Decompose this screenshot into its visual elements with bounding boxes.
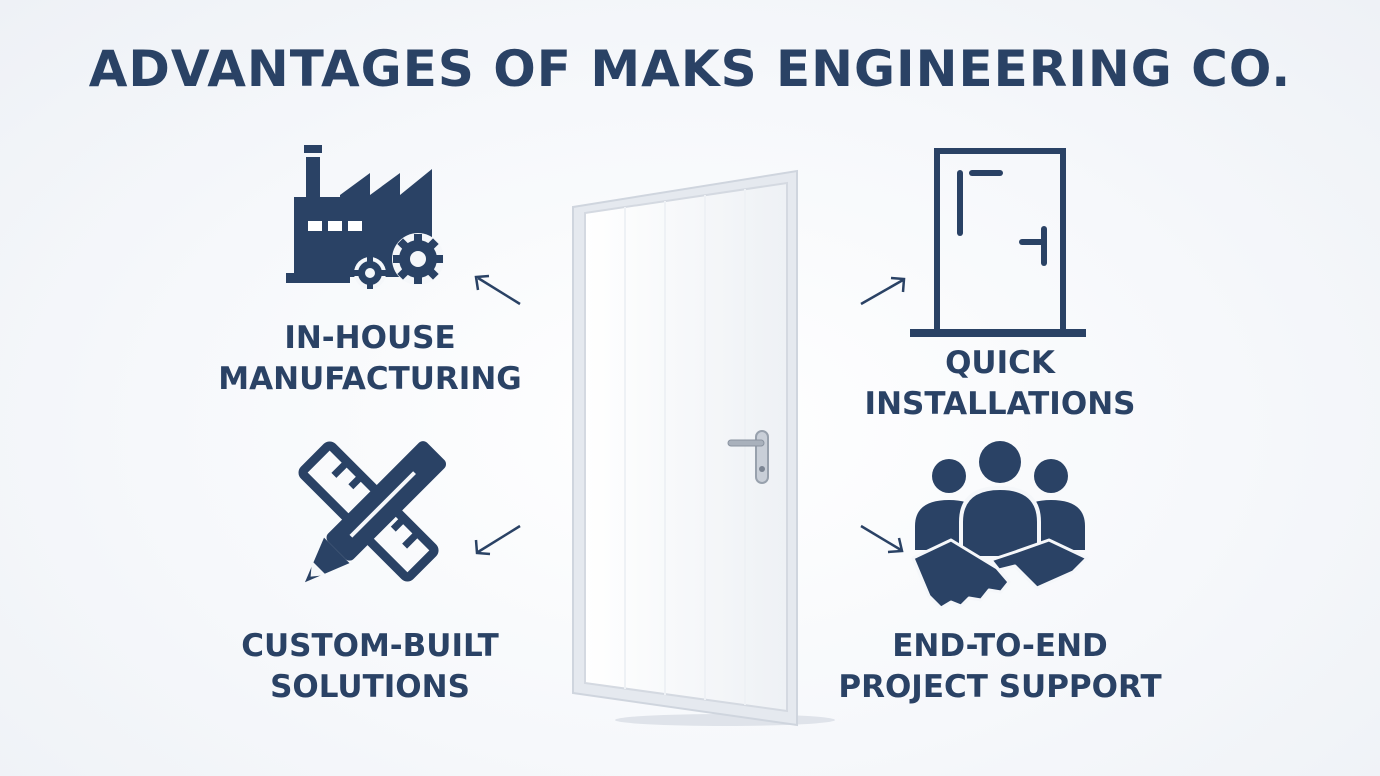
team-handshake-icon [911, 441, 1089, 610]
door-outline-icon [910, 148, 1086, 337]
feature-label-installations: QUICK INSTALLATIONS [864, 345, 1136, 422]
arrow-icon [474, 524, 521, 556]
feature-label-manufacturing: IN-HOUSE MANUFACTURING [218, 320, 522, 397]
arrow-icon [860, 276, 906, 306]
arrow-icon [860, 524, 904, 554]
feature-label-custom: CUSTOM-BUILT SOLUTIONS [241, 628, 499, 705]
feature-label-support: END-TO-END PROJECT SUPPORT [838, 628, 1162, 705]
door-image [572, 169, 835, 727]
factory-gears-icon [286, 145, 444, 289]
arrow-icon [474, 274, 521, 306]
pencil-ruler-icon [298, 441, 447, 583]
page-title: ADVANTAGES OF MAKS ENGINEERING CO. [88, 40, 1292, 98]
